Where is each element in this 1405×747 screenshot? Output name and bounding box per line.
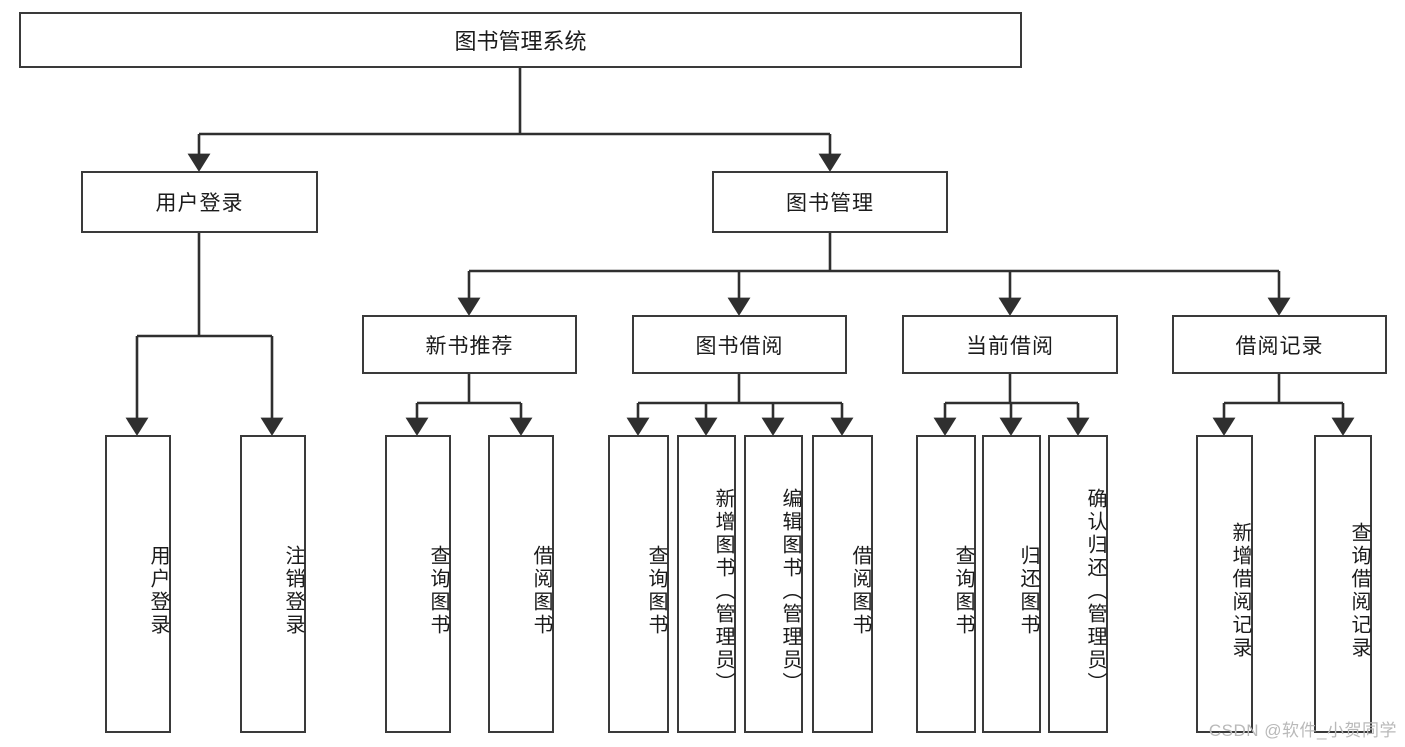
leaf-return-book[interactable]: 归还图书	[982, 435, 1041, 733]
leaf-logout[interactable]: 注销登录	[240, 435, 306, 733]
watermark: CSDN @软件_小贺同学	[1208, 721, 1397, 740]
node-borrow-record[interactable]: 借阅记录	[1172, 315, 1387, 374]
node-current-borrow[interactable]: 当前借阅	[902, 315, 1118, 374]
node-user-login[interactable]: 用户登录	[81, 171, 318, 233]
leaf-confirm-return-admin[interactable]: 确认归还（管理员）	[1048, 435, 1108, 733]
node-new-book-recommend[interactable]: 新书推荐	[362, 315, 577, 374]
node-book-management[interactable]: 图书管理	[712, 171, 948, 233]
node-book-borrow[interactable]: 图书借阅	[632, 315, 847, 374]
leaf-borrow-book[interactable]: 借阅图书	[812, 435, 873, 733]
leaf-query-book-new[interactable]: 查询图书	[385, 435, 451, 733]
leaf-query-borrow-record[interactable]: 查询借阅记录	[1314, 435, 1372, 733]
leaf-add-borrow-record[interactable]: 新增借阅记录	[1196, 435, 1253, 733]
leaf-query-book-borrow[interactable]: 查询图书	[608, 435, 669, 733]
leaf-edit-book-admin[interactable]: 编辑图书（管理员）	[744, 435, 803, 733]
node-root-book-management-system[interactable]: 图书管理系统	[19, 12, 1022, 68]
leaf-user-login[interactable]: 用户登录	[105, 435, 171, 733]
leaf-borrow-book-new[interactable]: 借阅图书	[488, 435, 554, 733]
leaf-add-book-admin[interactable]: 新增图书（管理员）	[677, 435, 736, 733]
leaf-query-book-current[interactable]: 查询图书	[916, 435, 976, 733]
